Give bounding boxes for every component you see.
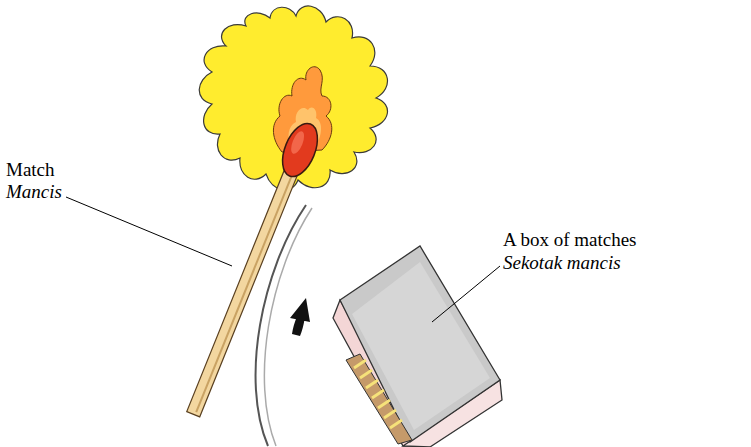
part-label: A box of matches: [503, 229, 637, 251]
flame-outer: [199, 6, 387, 190]
match: [179, 118, 324, 419]
motion-arrowhead: [290, 298, 310, 336]
matchbox: [333, 246, 502, 447]
motion-arc: [264, 208, 312, 446]
part-label: Sekotak mancis: [503, 252, 621, 274]
leader-line: [432, 266, 500, 322]
leader-line: [66, 197, 232, 266]
part-label: Mancis: [6, 181, 62, 203]
part-label: Match: [6, 159, 55, 181]
